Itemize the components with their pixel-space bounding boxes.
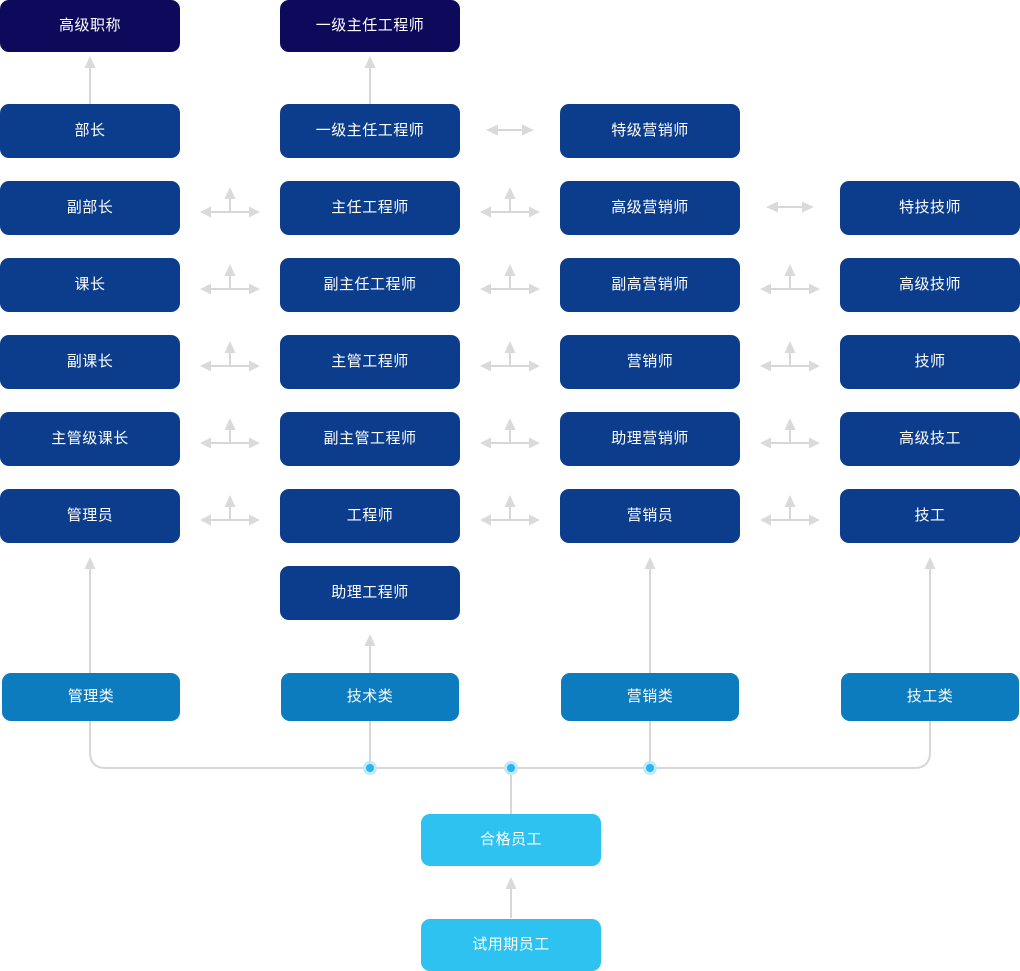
arrow-up-category-technical xyxy=(364,634,376,673)
node-qualified-employee[interactable]: 合格员工 xyxy=(421,814,601,866)
junction-dots xyxy=(363,761,657,775)
arrow-h-tech-marketing-r1 xyxy=(486,124,534,136)
node-management-4[interactable]: 主管级课长 xyxy=(0,412,180,466)
node-marketing-4[interactable]: 助理营销师 xyxy=(560,412,740,466)
node-craft-2[interactable]: 技师 xyxy=(840,335,1020,389)
arrow-tri-management-technical xyxy=(200,187,260,526)
node-technical-3[interactable]: 主管工程师 xyxy=(280,335,460,389)
node-craft-0[interactable]: 特技技师 xyxy=(840,181,1020,235)
node-chief-engineer-level1-top[interactable]: 一级主任工程师 xyxy=(280,0,460,52)
node-category-management[interactable]: 管理类 xyxy=(2,673,180,721)
arrow-up-management-top xyxy=(84,56,96,104)
node-management-2[interactable]: 课长 xyxy=(0,258,180,312)
node-marketing-5[interactable]: 营销员 xyxy=(560,489,740,543)
arrow-tri-marketing-craft xyxy=(760,264,820,526)
node-technical-2[interactable]: 副主任工程师 xyxy=(280,258,460,312)
node-category-craft[interactable]: 技工类 xyxy=(841,673,1019,721)
node-management-5[interactable]: 管理员 xyxy=(0,489,180,543)
node-craft-1[interactable]: 高级技师 xyxy=(840,258,1020,312)
arrow-up-technical-top xyxy=(364,56,376,104)
node-technical-4[interactable]: 副主管工程师 xyxy=(280,412,460,466)
node-technical-1[interactable]: 主任工程师 xyxy=(280,181,460,235)
arrow-up-category-management xyxy=(84,557,96,673)
node-probation-employee[interactable]: 试用期员工 xyxy=(421,919,601,971)
node-marketing-0[interactable]: 特级营销师 xyxy=(560,104,740,158)
arrow-up-category-marketing xyxy=(644,557,656,673)
node-technical-6[interactable]: 助理工程师 xyxy=(280,566,460,620)
node-technical-5[interactable]: 工程师 xyxy=(280,489,460,543)
node-marketing-2[interactable]: 副高营销师 xyxy=(560,258,740,312)
node-category-technical[interactable]: 技术类 xyxy=(281,673,459,721)
node-craft-4[interactable]: 技工 xyxy=(840,489,1020,543)
node-management-0[interactable]: 部长 xyxy=(0,104,180,158)
arrow-up-category-craft xyxy=(924,557,936,673)
node-technical-0[interactable]: 一级主任工程师 xyxy=(280,104,460,158)
arrow-up-probation-qualified xyxy=(505,877,517,918)
node-marketing-1[interactable]: 高级营销师 xyxy=(560,181,740,235)
node-marketing-3[interactable]: 营销师 xyxy=(560,335,740,389)
node-management-1[interactable]: 副部长 xyxy=(0,181,180,235)
category-bus-line xyxy=(89,721,931,814)
node-management-3[interactable]: 副课长 xyxy=(0,335,180,389)
node-category-marketing[interactable]: 营销类 xyxy=(561,673,739,721)
arrow-tri-technical-marketing xyxy=(480,187,540,526)
node-senior-title[interactable]: 高级职称 xyxy=(0,0,180,52)
arrow-h-marketing-craft-r2 xyxy=(766,201,814,213)
node-craft-3[interactable]: 高级技工 xyxy=(840,412,1020,466)
